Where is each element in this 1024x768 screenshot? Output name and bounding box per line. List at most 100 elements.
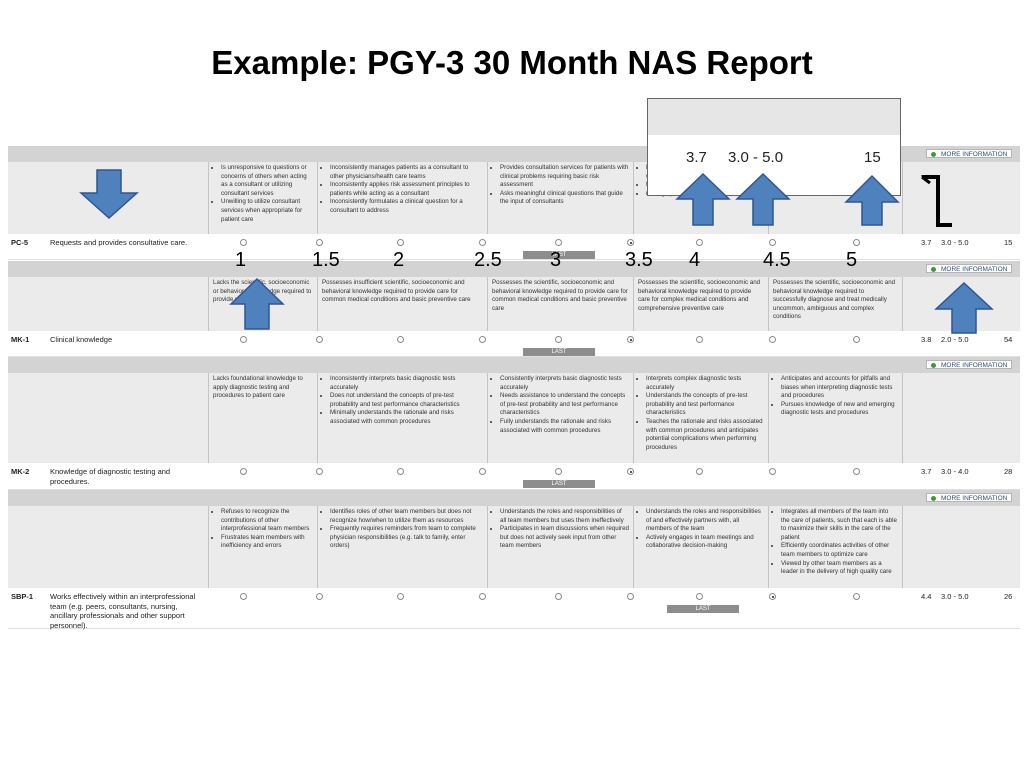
milestone-bullet: Inconsistently formulates a clinical que… [330,198,483,215]
rating-radio[interactable] [479,468,486,475]
section-header-band [8,357,1020,373]
up-arrow-icon [735,172,791,226]
rating-radio[interactable] [627,468,634,475]
callout-header [648,99,900,135]
rating-radio[interactable] [240,468,247,475]
rating-radio[interactable] [316,468,323,475]
milestone-description-cell: Identifies roles of other team members b… [318,506,488,588]
up-arrow-icon [844,174,900,226]
rating-radio[interactable] [240,239,247,246]
rating-radio[interactable] [696,593,703,600]
section-header-band [8,261,1020,277]
scale-label: 2.5 [474,249,502,271]
last-marker: LAST [667,605,739,613]
competency-code: MK-1 [11,335,30,344]
rating-radio[interactable] [397,239,404,246]
callout-average: 3.7 [686,149,707,166]
milestone-bullet: Actively engages in team meetings and co… [646,534,764,551]
rating-radio[interactable] [555,468,562,475]
rating-radio[interactable] [627,593,634,600]
score-range: 3.0 - 4.0 [941,467,969,476]
milestone-description-cell: Anticipates and accounts for pitfalls an… [769,373,903,463]
milestone-description-cell: Understands the roles and responsibiliti… [488,506,634,588]
competency-name: Knowledge of diagnostic testing and proc… [50,467,171,486]
rating-radio[interactable] [769,468,776,475]
milestone-bullet: Inconsistently applies risk assessment p… [330,181,483,198]
pointer-arrow-icon [921,175,952,227]
milestone-bullet: Asks meaningful clinical questions that … [500,190,629,207]
rating-radio[interactable] [316,239,323,246]
rating-radio[interactable] [696,336,703,343]
rating-radio[interactable] [397,336,404,343]
average-score: 3.7 [921,238,932,247]
milestone-bullet: Is unresponsive to questions or concerns… [221,164,313,198]
milestone-bullet: Efficiently coordinates activities of ot… [781,542,898,559]
milestone-bullet: Consistently interprets basic diagnostic… [500,375,629,392]
scale-label: 2 [393,249,405,271]
milestone-bullet: Identifies roles of other team members b… [330,508,483,525]
rating-radio[interactable] [479,239,486,246]
more-information-label: MORE INFORMATION [941,362,1008,369]
rating-radio[interactable] [696,468,703,475]
rating-radio[interactable] [397,468,404,475]
rating-radio[interactable] [479,336,486,343]
rating-radio[interactable] [696,239,703,246]
milestone-text: Possesses the scientific, socioeconomic … [773,279,896,321]
milestone-bullet: Understands the roles and responsibiliti… [500,508,629,525]
score-range: 3.0 - 5.0 [941,592,969,601]
rating-radio[interactable] [316,593,323,600]
average-score: 4.4 [921,592,932,601]
rating-radio[interactable] [555,336,562,343]
score-range: 2.0 - 5.0 [941,335,969,344]
milestone-description-cell: Possesses the scientific, socioeconomic … [488,277,634,331]
more-information-label: MORE INFORMATION [941,151,1008,158]
milestone-bullet: Interprets complex diagnostic tests accu… [646,375,764,392]
rating-radio[interactable] [316,336,323,343]
milestone-bullet: Participates in team discussions when re… [500,525,629,551]
milestone-bullet: Needs assistance to understand the conce… [500,392,629,418]
more-information-button[interactable]: MORE INFORMATION [926,360,1012,369]
rating-radio[interactable] [853,239,860,246]
milestone-description-cell: Is unresponsive to questions or concerns… [208,162,318,234]
competency-name: Clinical knowledge [50,335,113,344]
scale-label: 1.5 [312,249,340,271]
milestone-description-cell: Inconsistently interprets basic diagnost… [318,373,488,463]
rating-radio[interactable] [627,239,634,246]
milestone-text: Possesses the scientific, socioeconomic … [638,279,761,312]
milestone-descriptions: Lacks the scientific, socioeconomic or b… [8,277,1020,331]
rating-radio[interactable] [769,336,776,343]
rating-radio[interactable] [240,593,247,600]
milestone-description-cell: Integrates all members of the team into … [769,506,903,588]
rating-radio[interactable] [555,239,562,246]
milestone-bullet: Pursues knowledge of new and emerging di… [781,401,898,418]
rating-radio[interactable] [397,593,404,600]
milestone-text: Lacks foundational knowledge to apply di… [213,375,303,400]
rating-radio[interactable] [240,336,247,343]
scale-label: 3.5 [625,249,653,271]
scale-label: 4 [689,249,701,271]
scale-label: 5 [846,249,858,271]
milestone-bullet: Frequently requires reminders from team … [330,525,483,551]
more-information-button[interactable]: MORE INFORMATION [926,264,1012,273]
rating-radio[interactable] [479,593,486,600]
milestone-bullet: Fully understands the rationale and risk… [500,418,629,435]
milestone-bullet: Inconsistently interprets basic diagnost… [330,375,483,392]
rating-radio[interactable] [853,593,860,600]
competency-code: MK-2 [11,467,30,476]
rating-radio[interactable] [769,239,776,246]
more-information-button[interactable]: MORE INFORMATION [926,493,1012,502]
rating-radio[interactable] [853,468,860,475]
evaluation-count: 15 [1004,238,1013,247]
rating-radio[interactable] [769,593,776,600]
competency-row [8,234,1020,260]
evaluation-count: 26 [1004,592,1013,601]
average-score: 3.7 [921,467,932,476]
rating-radio[interactable] [627,336,634,343]
more-information-button[interactable]: MORE INFORMATION [926,149,1012,158]
milestone-descriptions: Lacks foundational knowledge to apply di… [8,373,1020,463]
rating-radio[interactable] [853,336,860,343]
competency-code: PC-5 [11,238,29,247]
milestone-bullet: Unwilling to utilize consultant services… [221,198,313,224]
rating-radio[interactable] [555,593,562,600]
